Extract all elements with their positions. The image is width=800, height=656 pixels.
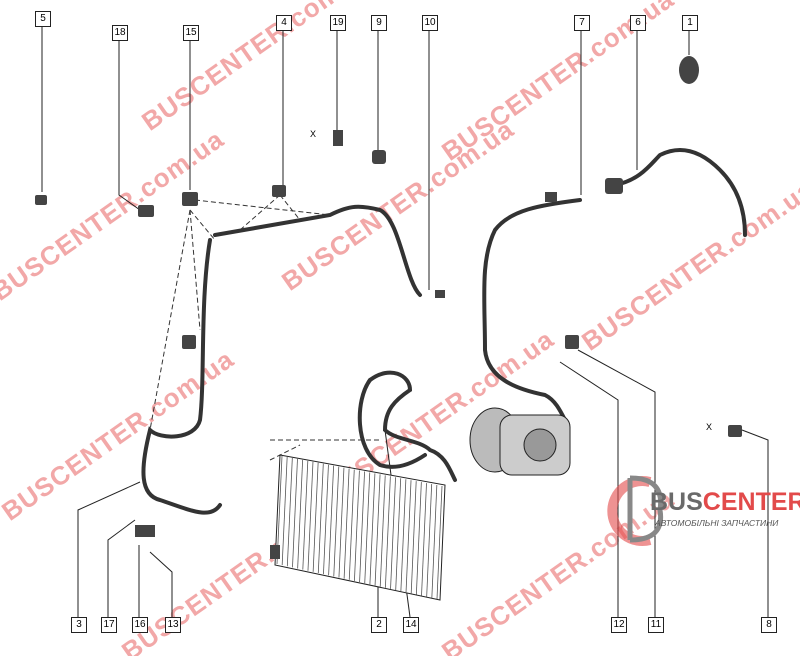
callout-label: 9 (371, 15, 387, 31)
callout-label: 2 (371, 617, 387, 633)
condenser-fin (384, 476, 391, 588)
logo-name-bus: BUS (650, 488, 703, 516)
callout-label: 16 (132, 617, 148, 633)
condenser-fin (333, 466, 340, 577)
condenser-fin (405, 480, 412, 593)
condenser-fin (374, 474, 381, 586)
axis-mark-x: X (310, 129, 316, 139)
callout-label: 17 (101, 617, 117, 633)
condenser-fin (395, 478, 402, 590)
condenser-fin (297, 459, 304, 569)
condenser-fin (431, 485, 438, 598)
logo-graphic (607, 475, 664, 546)
condenser-fin (302, 460, 309, 570)
condenser-fin (348, 469, 355, 580)
condenser-fin (379, 475, 386, 587)
callout-label: 18 (112, 25, 128, 41)
condenser-fin (400, 479, 407, 592)
callout-label: 14 (403, 617, 419, 633)
callout-label: 5 (35, 11, 51, 27)
callout-label: 11 (648, 617, 664, 633)
callout-label: 15 (183, 25, 199, 41)
condenser-fin (354, 470, 360, 581)
buscenter-logo: BUSCENTER АВТОМОБІЛЬНІ ЗАПЧАСТИНИ (600, 478, 800, 538)
condenser-fin (364, 472, 371, 584)
condenser-fin (312, 462, 319, 572)
condenser-fin (426, 484, 433, 597)
logo-name: BUSCENTER (650, 488, 800, 517)
condenser-fin (390, 477, 396, 589)
callout-label: 19 (330, 15, 346, 31)
leader-lines (41, 26, 769, 618)
callout-label: 12 (611, 617, 627, 633)
condenser-fin (286, 457, 293, 567)
condenser-fin (338, 467, 345, 578)
pipes (141, 148, 747, 515)
callout-label: 6 (630, 15, 646, 31)
condenser-fin (307, 461, 314, 571)
callout-label: 7 (574, 15, 590, 31)
condenser-fin (281, 456, 288, 566)
condenser-fin (343, 468, 350, 579)
callout-label: 3 (71, 617, 87, 633)
condenser-fin (323, 464, 329, 575)
small-parts (35, 56, 742, 559)
condenser-fin (359, 471, 365, 583)
axis-mark-x: X (706, 422, 712, 432)
callout-label: 1 (682, 15, 698, 31)
condenser-fin (369, 473, 376, 585)
dashed-assembly-lines (149, 194, 380, 461)
compressor (469, 407, 571, 476)
condenser-fin (410, 481, 417, 594)
condenser (274, 454, 446, 601)
callout-label: 8 (761, 617, 777, 633)
condenser-fin (292, 458, 298, 568)
condenser-fin (436, 485, 443, 600)
logo-name-center: CENTER (702, 488, 800, 516)
callout-label: 10 (422, 15, 438, 31)
condenser-fin (328, 465, 335, 576)
callout-label: 13 (165, 617, 181, 633)
condenser-fin (421, 483, 427, 596)
logo-subtitle: АВТОМОБІЛЬНІ ЗАПЧАСТИНИ (655, 518, 779, 528)
callout-label: 4 (276, 15, 292, 31)
condenser-fin (415, 482, 422, 595)
condenser-fin (317, 463, 324, 574)
